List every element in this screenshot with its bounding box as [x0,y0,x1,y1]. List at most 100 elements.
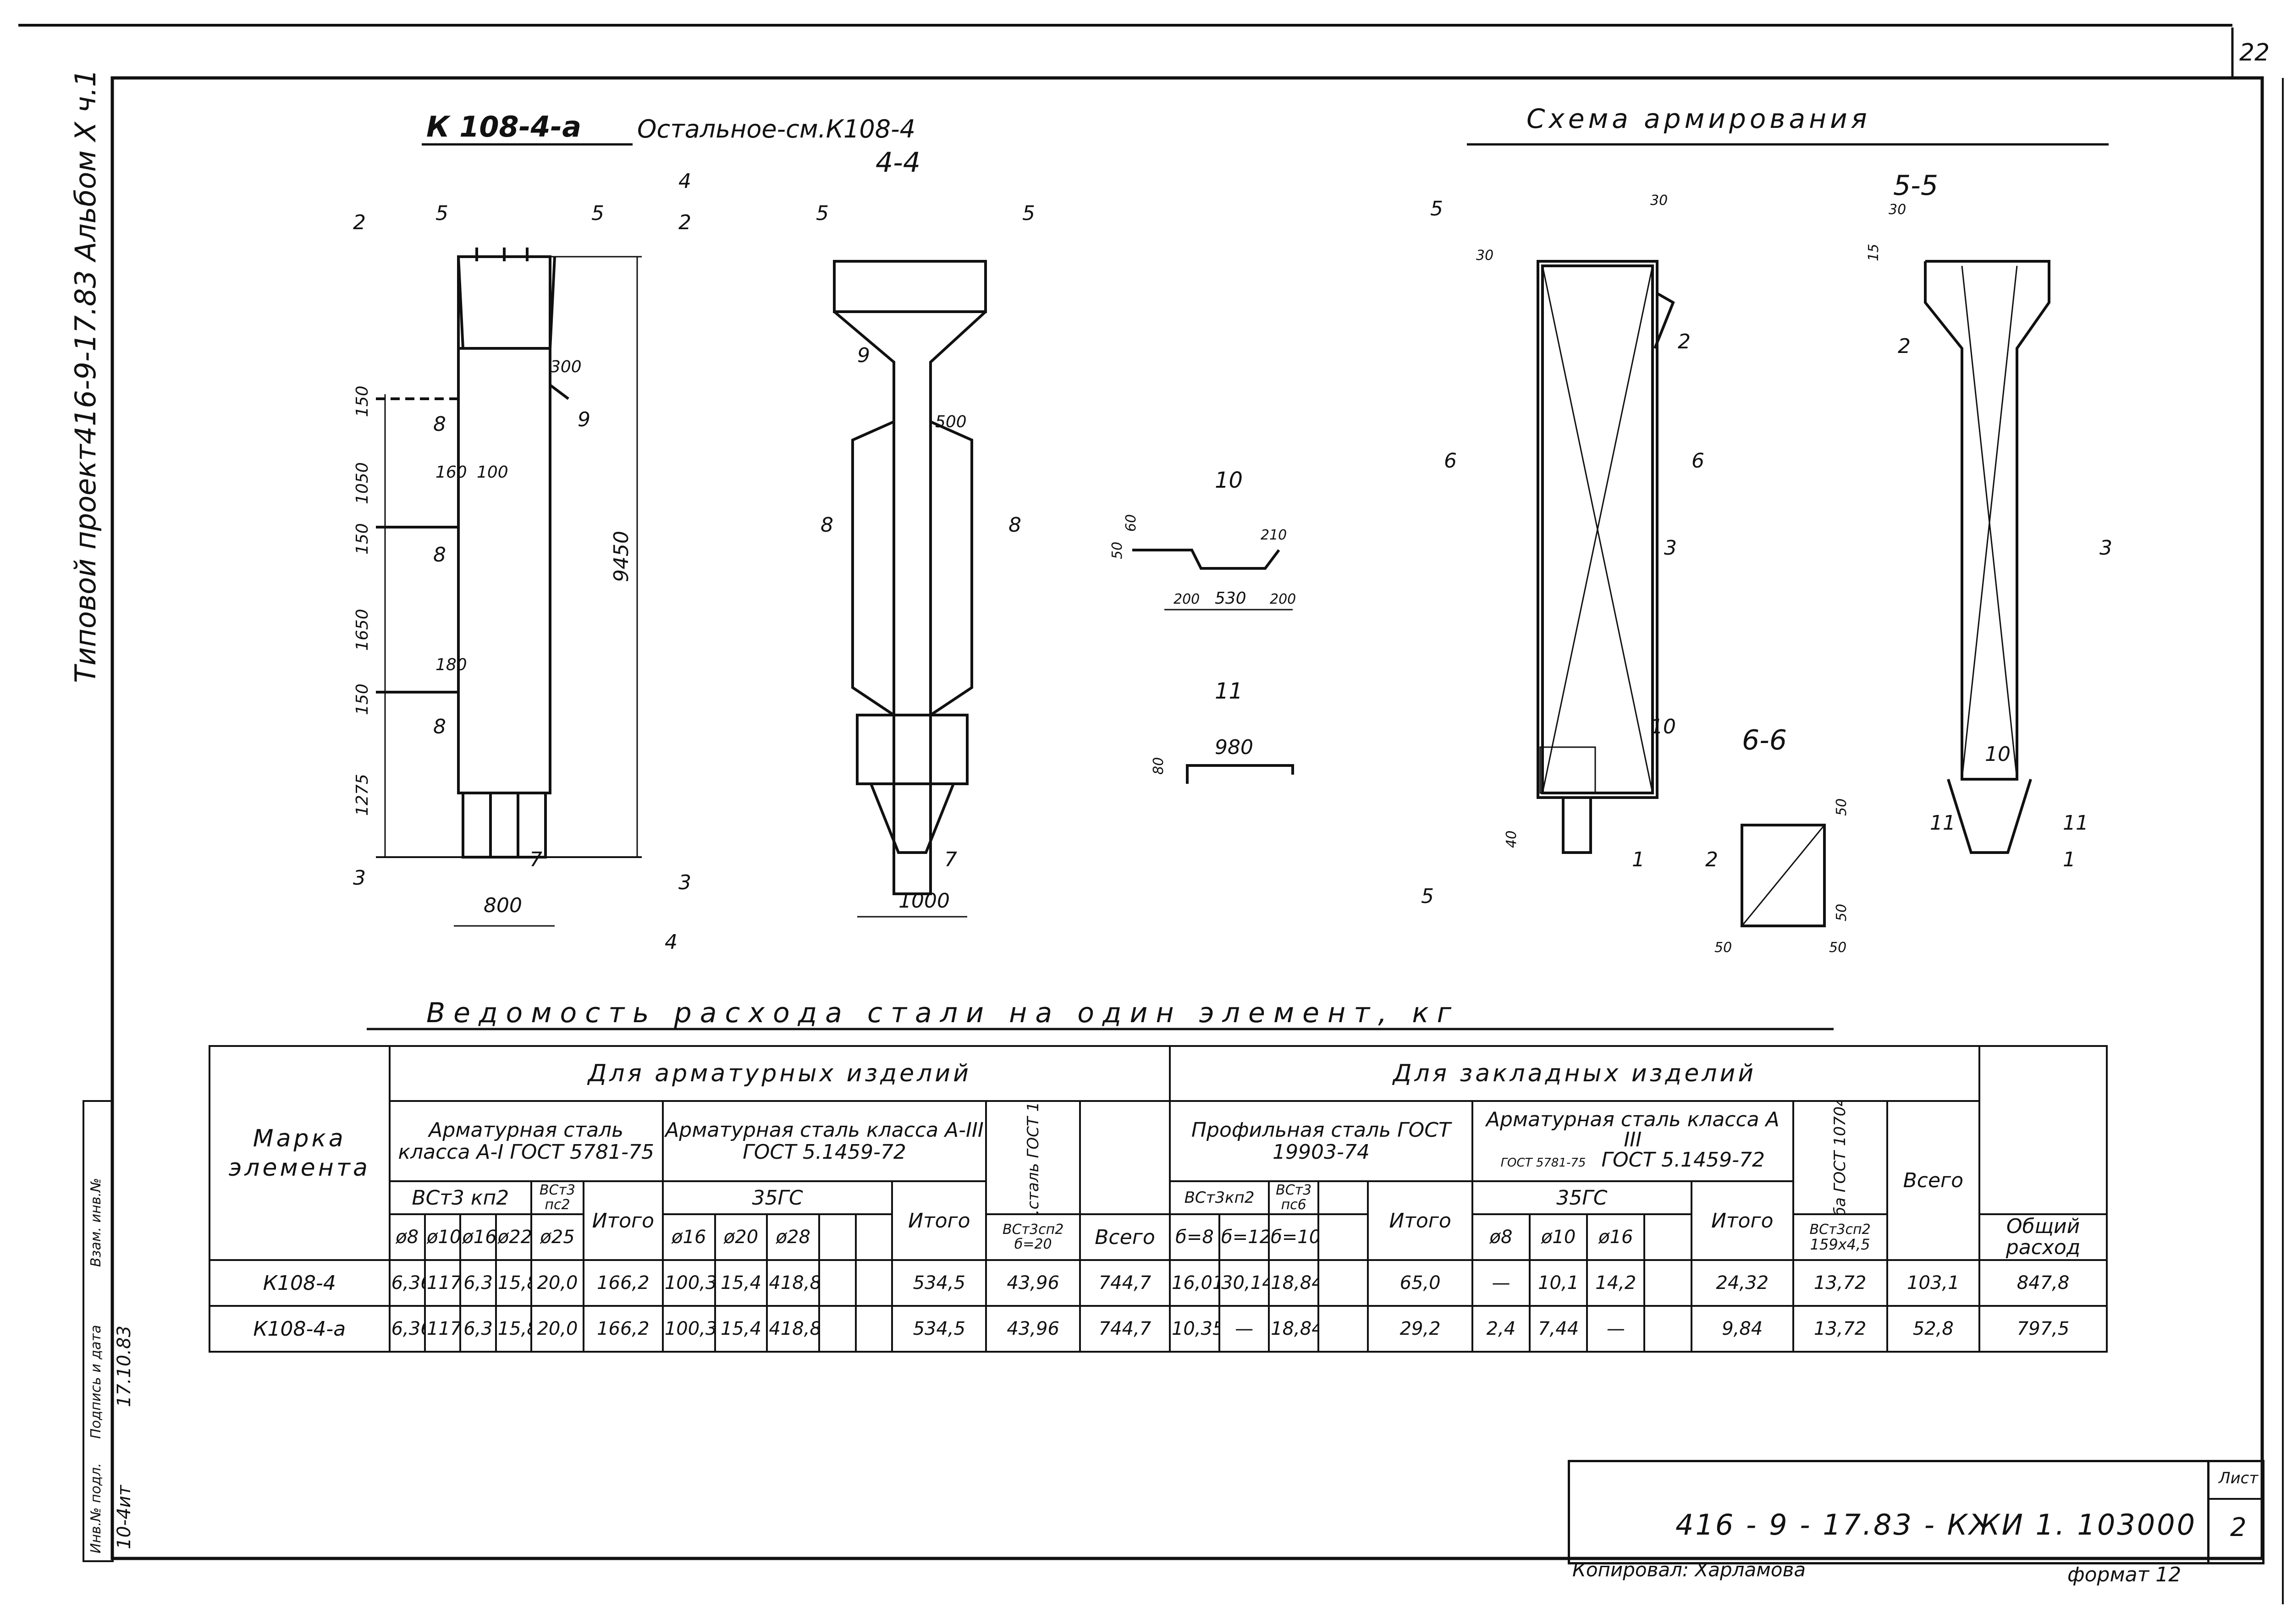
th-vst3kp2: ВСт3 кп2 [388,1180,533,1215]
section-6-6 [1741,824,1826,927]
th-total: Общий расход [1978,1213,2108,1261]
th-blank-c [1317,1213,1369,1261]
th-blank-a [818,1213,857,1261]
side-stamp-value-date: 17.10.83 [114,1325,135,1407]
th-35gs: 35ГС [661,1180,893,1215]
row-1-c15: — [1218,1305,1270,1353]
row-1-c5: 166,2 [582,1305,664,1353]
row-1-c22 [1643,1305,1692,1353]
dim-10-60: 60 [1123,514,1139,532]
mark-9-a: 9 [578,408,590,431]
th-prof: Профильная сталь ГОСТ 19903-74 [1168,1100,1473,1182]
row-0-c15: 30,14 [1218,1259,1270,1307]
dim-150-b: 150 [353,523,372,555]
th-e-35gs: 35ГС [1471,1180,1692,1215]
row-0-c5: 166,2 [582,1259,664,1307]
row-0-c16: 18,84 [1268,1259,1320,1307]
th-a3: Арматурная сталь класса А-III ГОСТ 5.145… [661,1100,987,1182]
dim-160: 160 [435,463,467,482]
dim-s-50-c: 50 [1714,940,1732,956]
mark-5-e: 5 [1430,197,1443,220]
row-1-c6: 100,3 [661,1305,716,1353]
row-1-c7: 15,4 [714,1305,768,1353]
side-stamp-inv: Инв.№ подл. [88,1463,104,1553]
dim-300: 300 [550,358,582,376]
row-0-c18: 65,0 [1367,1259,1473,1307]
row-1-c17 [1317,1305,1369,1353]
th-e-vst3ps6: ВСт3 пс6 [1268,1180,1320,1215]
row-1-c3: 15,8 [495,1305,533,1353]
th-d25: ø25 [530,1213,584,1261]
th-blank-b [854,1213,893,1261]
th-e-d10: ø10 [1529,1213,1588,1261]
row-1-c12: 43,96 [985,1305,1081,1353]
dim-s-50-a: 50 [1834,798,1850,816]
dim-10-530: 530 [1215,589,1246,608]
dim-150-c: 150 [353,683,372,715]
dim-10-200-a: 200 [1174,591,1200,607]
th-vst3ps2: ВСт3 пс2 [530,1180,584,1215]
mark-7-b: 7 [944,848,957,871]
th-e-itogo-arm: Итого [1690,1180,1794,1261]
row-0-c10 [854,1259,893,1307]
th-b12: б=12 [1218,1213,1270,1261]
dim-150-a: 150 [353,385,372,417]
table-row: К108-4 6,36 117,7 6,3 15,8 20,0 166,2 10… [209,1259,2108,1307]
th-blank-v [1079,1100,1171,1215]
mark-2-c: 2 [1678,330,1691,353]
row-1-c20: 7,44 [1529,1305,1588,1353]
th-d20-a3: ø20 [714,1213,768,1261]
mark-3-a: 3 [353,866,366,890]
row-0-c21: 14,2 [1586,1259,1646,1307]
dim-s-50-d: 50 [1829,940,1847,956]
th-e-d8: ø8 [1471,1213,1531,1261]
mark-9-b: 9 [857,344,870,367]
th-blank-d [1643,1213,1692,1261]
mark-11-b: 11 [2063,811,2088,835]
th-prof-v-text: Профил.сталь ГОСТ 19903-74 [1024,1103,1042,1212]
row-1-c13: 744,7 [1079,1305,1171,1353]
mark-2-b: 2 [678,211,691,234]
mark-8-a: 8 [433,413,446,436]
dim-100: 100 [477,463,508,482]
row-1-c8: 418,8 [766,1305,821,1353]
mark-3-b: 3 [678,871,691,894]
title-block-list-cell: Лист 2 [2207,1462,2264,1562]
th-pipe-v: труба ГОСТ 10704-76 [1792,1100,1888,1215]
th-e-itogo-prof: Итого [1367,1180,1473,1261]
th-e-pipe-cell: ВСт3сп2 159х4,5 [1792,1213,1888,1261]
dim-s-30-a: 30 [1650,193,1668,209]
dim-s-50-b: 50 [1834,903,1850,921]
side-stamp-replace: Взам. инв.№ [88,1178,104,1267]
th-b10: б=10 [1268,1213,1320,1261]
mark-2-e: 2 [1705,848,1718,871]
detail-11-title: 11 [1215,678,1243,704]
row-0-c8: 418,8 [766,1259,821,1307]
th-blank-right [1978,1045,2108,1214]
dim-11-80: 80 [1151,757,1167,775]
mark-6-b: 6 [1691,449,1704,473]
row-0-c26: 847,8 [1978,1259,2108,1307]
row-1-c0: 6,36 [388,1305,426,1353]
dim-11-980: 980 [1215,736,1253,759]
mark-8-b: 8 [433,543,446,567]
dim-s-30-c: 30 [1889,202,1906,218]
k108-title: К 108-4-а [426,110,582,143]
mark-5-f: 5 [1421,885,1434,908]
row-0-c0: 6,36 [388,1259,426,1307]
inner-frame [110,76,2264,1560]
th-e-vsego: Всего [1886,1100,1981,1261]
side-approval-stamp: Инв.№ подл. Подпись и дата Взам. инв.№ [83,1100,114,1562]
mark-8-e: 8 [1008,513,1021,537]
mark-5-a: 5 [435,202,448,225]
dim-9450: 9450 [610,531,633,582]
sheet-format: формат 12 [2067,1563,2182,1586]
dim-10-210: 210 [1261,527,1287,543]
row-0-c1: 117,7 [424,1259,462,1307]
dim-180: 180 [435,655,467,674]
side-title: Типовой проект416-9-17.83 Альбом X ч.1 [69,69,102,683]
th-a3e-gost2: ГОСТ 5.1459-72 [1601,1148,1765,1172]
section-6-6-title: 6-6 [1742,724,1787,756]
th-d16-a3: ø16 [661,1213,716,1261]
row-0-c25: 103,1 [1886,1259,1981,1307]
